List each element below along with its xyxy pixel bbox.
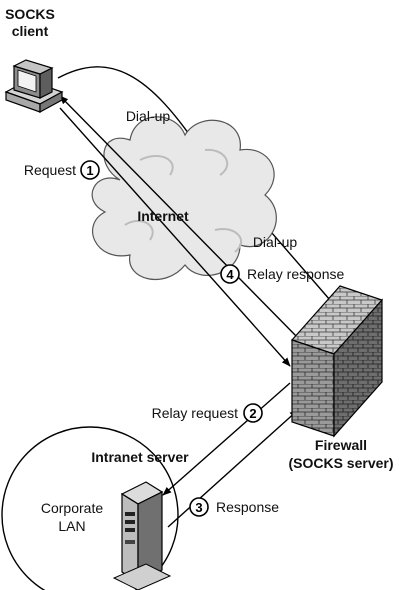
step-3-badge: 3: [189, 497, 209, 517]
intranet-server-label: Intranet server: [91, 449, 189, 465]
server-icon: [112, 481, 172, 590]
svg-text:1: 1: [86, 163, 93, 178]
internet-label: Internet: [137, 208, 189, 224]
computer-icon: [4, 59, 64, 114]
svg-text:4: 4: [226, 267, 234, 282]
response-label: Response: [216, 499, 279, 515]
step-2-badge: 2: [243, 403, 263, 423]
svg-text:3: 3: [195, 500, 202, 515]
relay-request-label: Relay request: [152, 405, 238, 421]
request-arrow: [59, 107, 291, 367]
corporate-lan-label-line1: Corporate: [41, 500, 103, 516]
internet-cloud-icon: [91, 116, 277, 281]
relay-response-label: Relay response: [247, 266, 344, 282]
socks-client-label-line1: SOCKS: [5, 6, 55, 22]
firewall-label: Firewall: [315, 437, 367, 453]
relay-response-arrow: [59, 95, 301, 341]
corporate-lan-label-line2: LAN: [58, 518, 85, 534]
corporate-lan-circle: [1, 426, 179, 590]
svg-text:2: 2: [249, 406, 256, 421]
step-1-badge: 1: [80, 160, 100, 180]
socks-server-label: (SOCKS server): [288, 455, 393, 471]
firewall-icon: [290, 285, 384, 438]
dialup-label-1: Dial-up: [126, 108, 171, 124]
dialup-label-2: Dial-up: [253, 234, 298, 250]
step-4-badge: 4: [220, 264, 240, 284]
relay-request-arrow: [162, 382, 291, 496]
socks-client-label-line2: client: [12, 23, 49, 39]
request-label: Request: [24, 162, 76, 178]
